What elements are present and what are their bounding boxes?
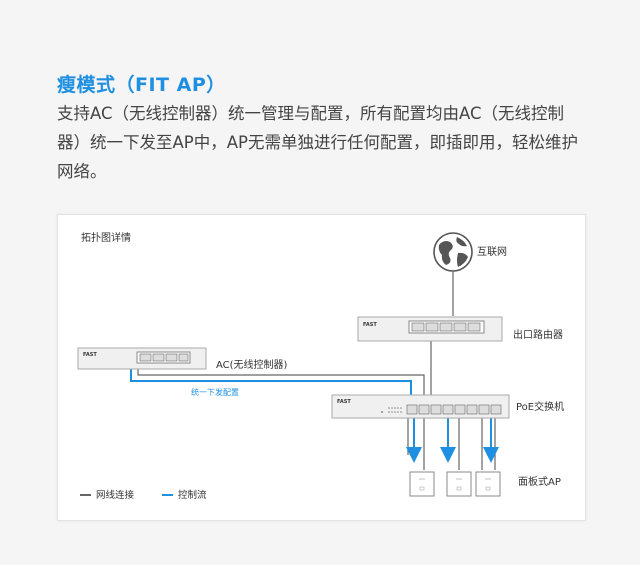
ac-label: AC(无线控制器) xyxy=(216,358,288,371)
switch-brand: FAST xyxy=(337,399,351,405)
ac-brand: FAST xyxy=(83,352,97,358)
ap-device xyxy=(446,471,472,497)
router-brand: FAST xyxy=(363,322,377,328)
legend-network-label: 网线连接 xyxy=(96,489,135,501)
diagram-heading: 拓扑图详情 xyxy=(81,231,131,244)
poe-switch-device: FAST xyxy=(331,394,510,419)
control-flow-lines xyxy=(130,369,499,463)
topology-card: 拓扑图详情 互联网 统一下发配置 xyxy=(57,214,586,521)
legend-control-label: 控制流 xyxy=(178,489,207,501)
router-label: 出口路由器 xyxy=(513,328,563,341)
globe-icon xyxy=(433,232,473,272)
network-lines xyxy=(137,271,496,470)
switch-label: PoE交换机 xyxy=(516,400,564,413)
ap-label: 面板式AP xyxy=(518,475,561,488)
ac-controller-device: FAST xyxy=(77,347,207,370)
section-title: 瘦模式（FIT AP） xyxy=(57,74,226,96)
internet-label: 互联网 xyxy=(477,246,507,258)
router-device: FAST xyxy=(357,316,503,342)
control-flow-label: 统一下发配置 xyxy=(191,387,239,397)
topology-diagram: 拓扑图详情 互联网 统一下发配置 xyxy=(77,231,564,501)
ap-device xyxy=(475,471,501,497)
legend: 网线连接 控制流 xyxy=(80,489,207,501)
section-description: 支持AC（无线控制器）统一管理与配置，所有配置均由AC（无线控制器）统一下发至A… xyxy=(57,104,578,181)
ap-device xyxy=(409,471,435,497)
